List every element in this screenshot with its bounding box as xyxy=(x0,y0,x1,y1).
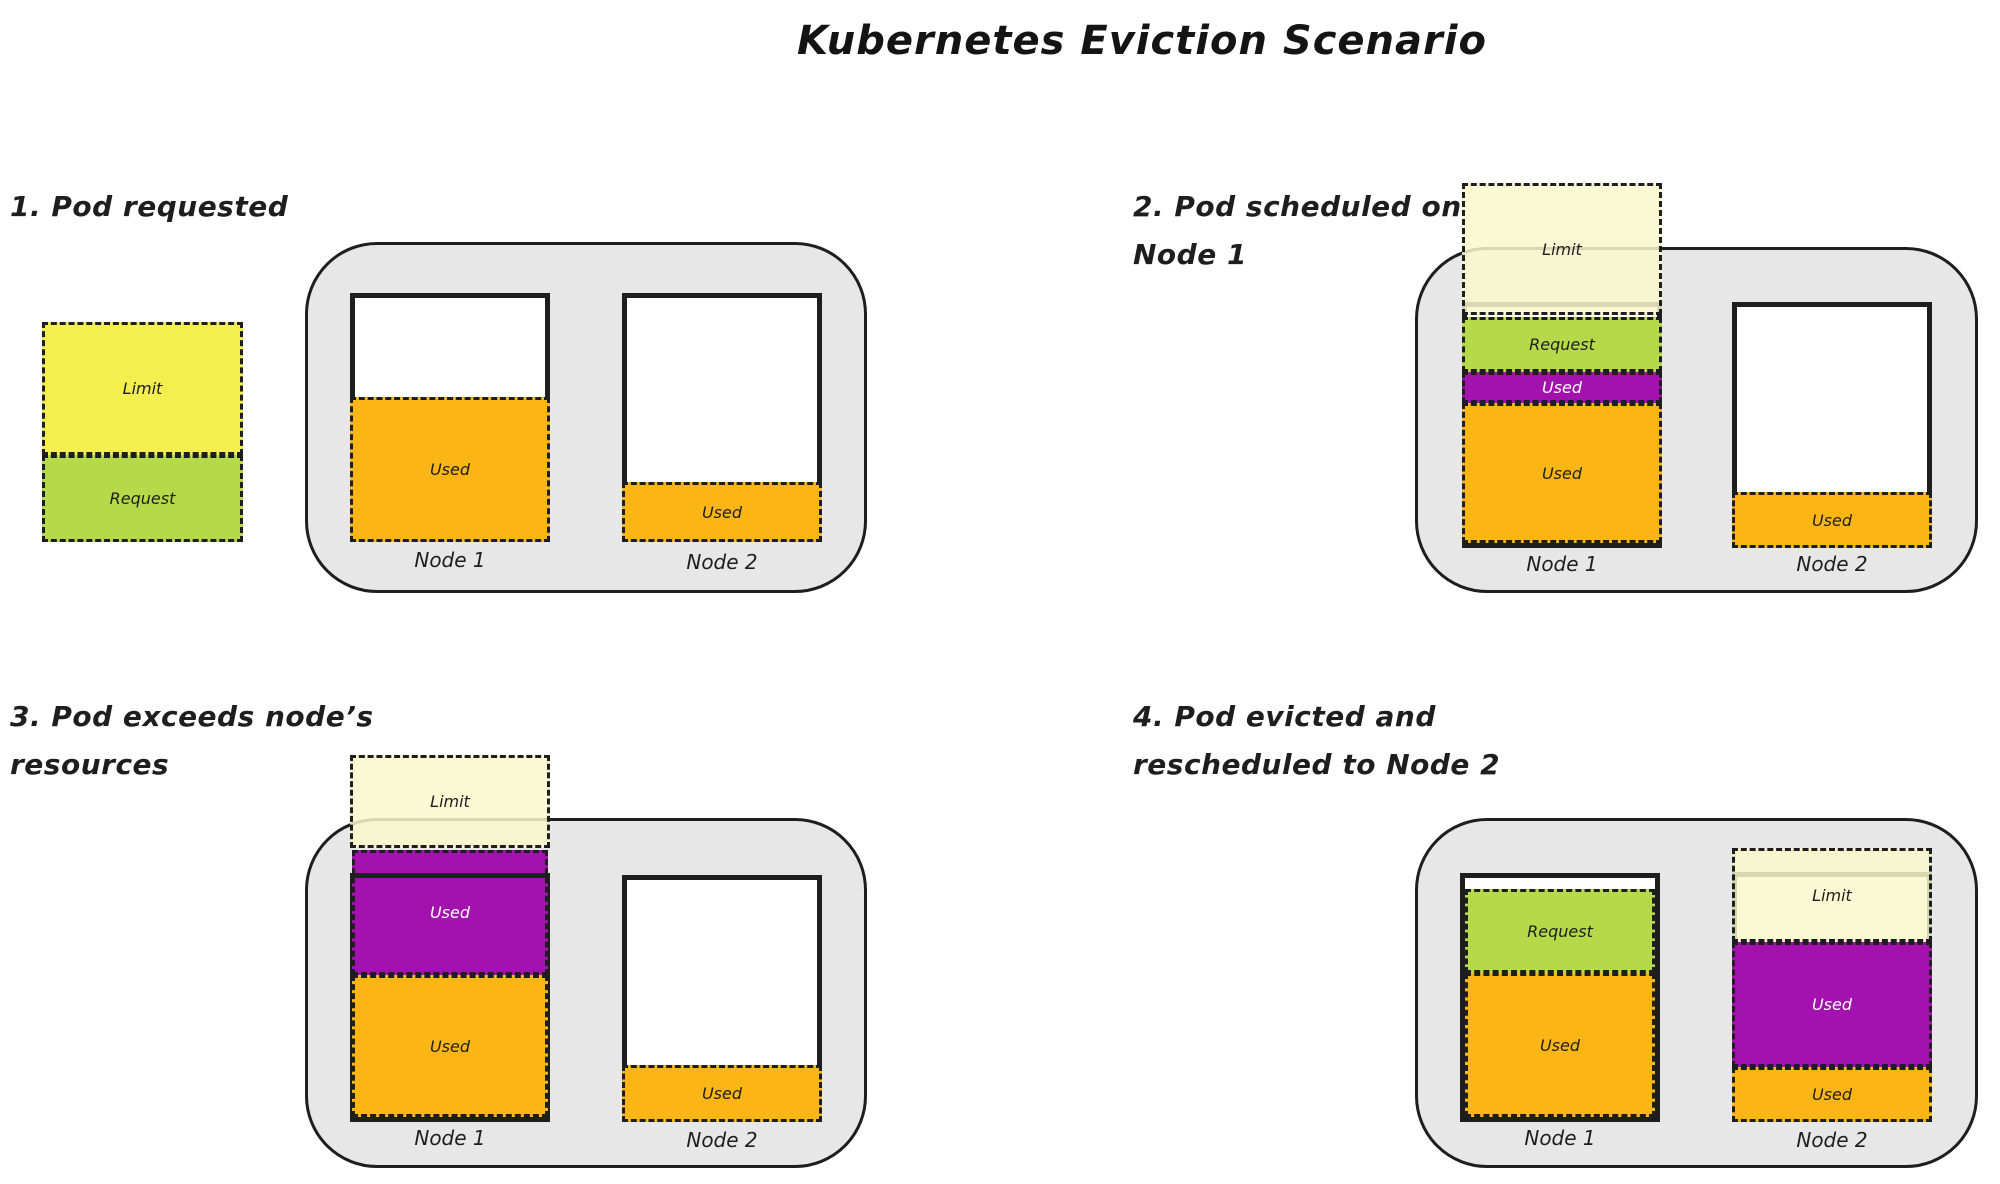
step3-node1-limit-overlay: Limit xyxy=(350,755,550,848)
step4-node2-used-bar: Used xyxy=(1732,1067,1932,1122)
step1-node2-used-bar: Used xyxy=(622,482,822,542)
step3-node1-label: Node 1 xyxy=(414,1126,486,1150)
used-label: Used xyxy=(429,1036,471,1056)
step1-node2-label: Node 2 xyxy=(686,550,758,574)
used-label: Used xyxy=(1811,510,1853,530)
step4-heading-line1: 4. Pod evicted and xyxy=(1133,700,1436,733)
pod-limit-label: Limit xyxy=(122,379,163,398)
used-label: Used xyxy=(1811,995,1853,1014)
step2-node1-request-bar: Request xyxy=(1462,317,1662,372)
step3-heading-line1: 3. Pod exceeds node’s xyxy=(10,700,374,733)
request-label: Request xyxy=(1529,335,1595,354)
step2-heading-line1: 2. Pod scheduled on xyxy=(1133,190,1462,223)
step4-node1-label: Node 1 xyxy=(1524,1126,1596,1150)
request-label: Request xyxy=(1527,921,1593,941)
used-label: Used xyxy=(1541,378,1583,397)
step2-node2-label: Node 2 xyxy=(1796,552,1868,576)
used-label: Used xyxy=(1541,463,1583,483)
step4-node2-limit-overlay: Limit xyxy=(1732,848,1932,942)
step1-heading: 1. Pod requested xyxy=(10,190,289,223)
step3-node1-top-border xyxy=(350,873,550,878)
step4-heading-line2: rescheduled to Node 2 xyxy=(1133,748,1501,781)
step3-node1-pod-used-bar: Used xyxy=(352,850,548,975)
step4-node2-pod-used-bar: Used xyxy=(1732,942,1932,1067)
step3-heading-line2: resources xyxy=(10,748,170,781)
used-label: Used xyxy=(429,460,471,479)
step2-node2-used-bar: Used xyxy=(1732,492,1932,548)
step4-node2-label: Node 2 xyxy=(1796,1128,1868,1152)
step3-node1-used-bar: Used xyxy=(352,975,548,1117)
used-label: Used xyxy=(1539,1035,1581,1055)
step1-node1-used-bar: Used xyxy=(350,397,550,542)
step3-node2-label: Node 2 xyxy=(686,1128,758,1152)
pod-request-box: Request xyxy=(42,455,243,542)
diagram-title: Kubernetes Eviction Scenario xyxy=(797,18,1487,64)
step2-node1-label: Node 1 xyxy=(1526,552,1598,576)
step2-heading-line2: Node 1 xyxy=(1133,238,1247,271)
step2-node1-limit-overlay: Limit xyxy=(1462,183,1662,315)
used-label: Used xyxy=(429,903,471,922)
step4-node1-request-bar: Request xyxy=(1465,889,1655,973)
step3-node2-used-bar: Used xyxy=(622,1065,822,1122)
pod-request-label: Request xyxy=(109,489,176,508)
limit-label: Limit xyxy=(430,792,470,811)
limit-label: Limit xyxy=(1542,239,1582,259)
step2-node1-used-bar: Used xyxy=(1462,403,1662,543)
limit-label: Limit xyxy=(1812,885,1852,905)
step4-node1-used-bar: Used xyxy=(1465,973,1655,1117)
used-label: Used xyxy=(701,502,743,522)
used-label: Used xyxy=(701,1084,743,1103)
step1-node1-label: Node 1 xyxy=(414,548,486,572)
pod-limit-box: Limit xyxy=(42,322,243,455)
used-label: Used xyxy=(1811,1085,1853,1104)
step2-node1-pod-used-bar: Used xyxy=(1462,372,1662,403)
